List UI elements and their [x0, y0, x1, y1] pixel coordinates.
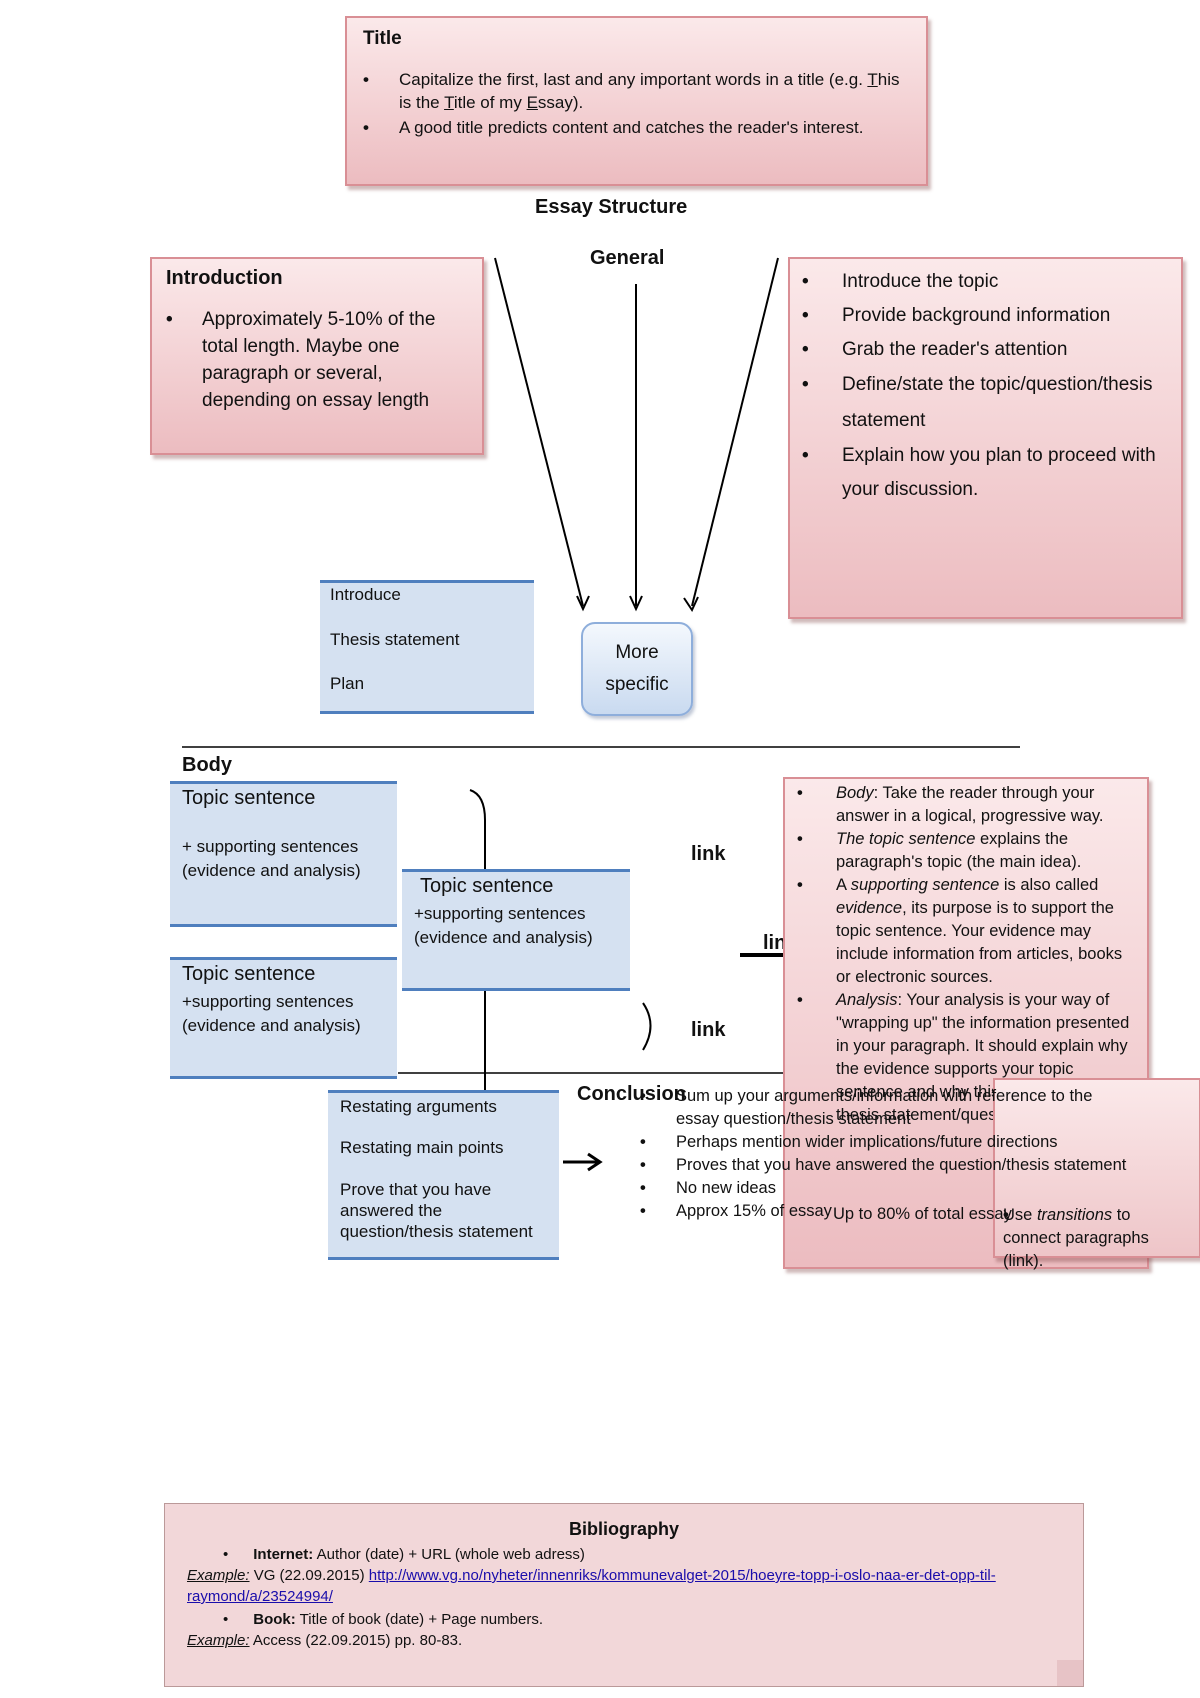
link-label: lin [763, 932, 787, 954]
introduction-point: Define/state the topic/question/thesis s… [802, 367, 1169, 439]
link-label: link [691, 1019, 726, 1041]
introduction-point: Introduce the topic [802, 265, 1169, 299]
topic-block-text: + supporting sentences (evidence and ana… [182, 837, 361, 880]
general-label: General [590, 247, 665, 269]
introduction-point: Grab the reader's attention [802, 333, 1169, 367]
intro-part: Introduce [330, 585, 401, 604]
intro-part: Plan [330, 674, 365, 693]
introduction-heading: Introduction [166, 267, 283, 289]
link-bracket-top [469, 789, 486, 870]
arrow-right [691, 257, 779, 607]
title-box-bullet: Capitalize the first, last and any impor… [363, 68, 910, 114]
link-bracket-bottom [642, 1002, 652, 1051]
page-curl [1057, 1660, 1083, 1686]
conclusion-bullet: Perhaps mention wider implications/futur… [640, 1131, 1180, 1154]
more-specific-box: More specific [581, 622, 693, 716]
title-box-bullet: A good title predicts content and catche… [363, 116, 910, 139]
bibliography-book: • Book: Title of book (date) + Page numb… [223, 1611, 543, 1628]
introduction-point: Explain how you plan to proceed with you… [802, 439, 1169, 507]
introduction-points-box: Introduce the topic Provide background i… [788, 257, 1183, 619]
conclusion-part: Restating arguments [340, 1097, 497, 1116]
body-point: A supporting sentence is also called evi… [797, 874, 1135, 989]
body-label: Body [182, 754, 232, 776]
bibliography-url-link[interactable]: http://www.vg.no/nyheter/innenriks/kommu… [187, 1567, 996, 1605]
introduction-point: Provide background information [802, 299, 1169, 333]
topic-block: Topic sentence + supporting sentences (e… [170, 781, 397, 927]
topic-block: Topic sentence +supporting sentences (ev… [170, 957, 397, 1079]
bibliography-internet: • Internet: Author (date) + URL (whole w… [223, 1546, 585, 1563]
body-point: The topic sentence explains the paragrap… [797, 828, 1135, 874]
more-specific-label: More specific [605, 642, 669, 695]
conclusion-part: Restating main points [340, 1138, 504, 1157]
topic-block-text: +supporting sentences (evidence and anal… [182, 992, 361, 1035]
bibliography-internet-example: Example: VG (22.09.2015) http://www.vg.n… [187, 1567, 996, 1605]
introduction-bullet: Approximately 5-10% of the total length.… [166, 306, 468, 414]
diagram-title: Essay Structure [535, 196, 688, 218]
conclusion-parts-box: Restating arguments Restating main point… [328, 1090, 559, 1260]
conclusion-bullet: Approx 15% of essay [640, 1200, 1180, 1223]
arrow-left [494, 257, 584, 607]
topic-block-text: +supporting sentences (evidence and anal… [414, 904, 593, 947]
bibliography-heading: Bibliography [568, 1519, 679, 1539]
topic-block-title: Topic sentence [420, 875, 554, 897]
title-box: Title Capitalize the first, last and any… [345, 16, 928, 186]
conclusion-part: Prove that you have answered the questio… [340, 1180, 533, 1241]
bibliography-box: Bibliography • Internet: Author (date) +… [164, 1503, 1084, 1687]
intro-part: Thesis statement [330, 630, 460, 649]
bibliography-book-example: Example: Access (22.09.2015) pp. 80-83. [187, 1632, 463, 1649]
intro-parts-box: Introduce Thesis statement Plan [320, 580, 534, 714]
topic-block: Topic sentence +supporting sentences (ev… [402, 869, 630, 991]
title-box-heading: Title [363, 28, 402, 49]
link-label: link [691, 843, 726, 865]
topic-block-title: Topic sentence [182, 787, 316, 809]
body-point: Body: Take the reader through your answe… [797, 782, 1135, 828]
topic-block-title: Topic sentence [182, 963, 316, 985]
conclusion-bullet: Sum up your arguments/information with r… [640, 1085, 1096, 1131]
conclusion-bullet: Proves that you have answered the questi… [640, 1154, 1180, 1177]
conclusion-bullets: Sum up your arguments/information with r… [640, 1085, 1180, 1223]
introduction-box: Introduction Approximately 5-10% of the … [150, 257, 484, 455]
conclusion-bullet: No new ideas [640, 1177, 1180, 1200]
